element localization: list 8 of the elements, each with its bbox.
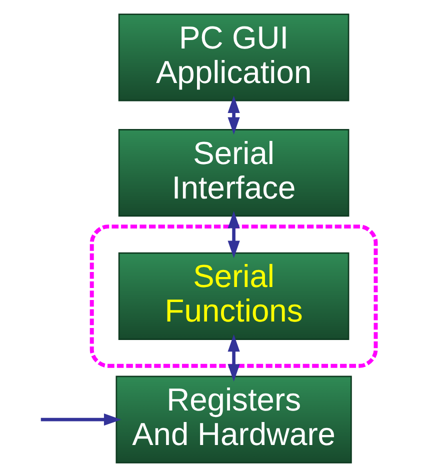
- arrow: [227, 210, 240, 258]
- node-box: Serial Functions: [118, 252, 349, 340]
- arrow: [227, 95, 240, 134]
- arrow: [40, 413, 121, 426]
- node-box: Registers And Hardware: [115, 375, 352, 463]
- node-box: Serial Interface: [118, 128, 349, 216]
- arrow: [227, 334, 240, 381]
- node-box: PC GUI Application: [118, 13, 349, 101]
